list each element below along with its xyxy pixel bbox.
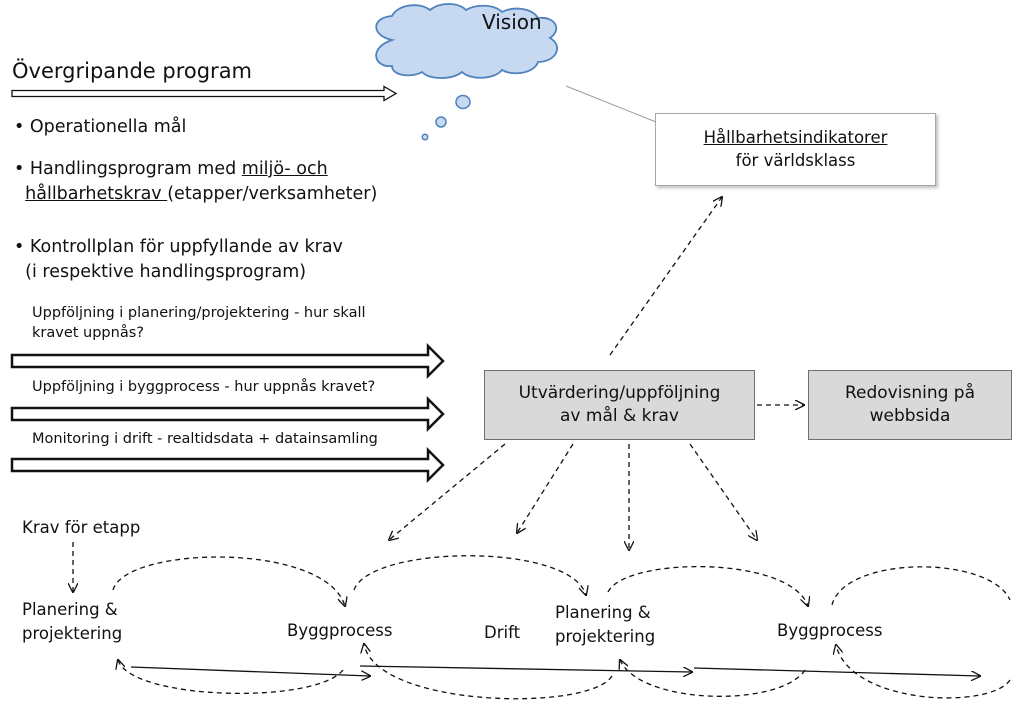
bullet-underlined-text: hållbarhetskrav — [25, 184, 168, 205]
cycle-arc-plan-to-bygg-1 — [112, 556, 345, 606]
cycle-return-arc-2 — [364, 644, 613, 700]
eval-to-cycle-arrow-1 — [389, 443, 506, 540]
planning-label-2: Planering & projektering — [555, 603, 656, 646]
bullet-text: (i respektive handlingsprogram) — [25, 262, 307, 283]
evaluation-box: Utvärdering/uppföljning av mål & krav — [484, 370, 755, 440]
eval-to-cycle-arrow-4 — [689, 443, 757, 540]
bullet-operational-goals: • Operationella mål — [14, 117, 187, 137]
bullet-text: Kontrollplan för uppfyllande av krav — [29, 237, 343, 257]
program-arrow — [11, 85, 398, 102]
indicators-title: Hållbarhetsindikatorer — [703, 128, 888, 148]
followup-planning-label: Uppföljning i planering/projektering - h… — [32, 305, 366, 342]
timeline-arrow-1 — [130, 666, 370, 676]
bullet-control-plan: • Kontrollplan för uppfyllande av krav (… — [14, 237, 343, 283]
followup-arrow-2 — [10, 395, 445, 433]
timeline-arrow-2 — [359, 665, 692, 672]
cycle-return-arc-1 — [118, 660, 344, 695]
bullet-text: Handlingsprogram med — [29, 159, 242, 179]
indicators-subtitle: för världsklass — [735, 150, 856, 170]
build-label-2: Byggprocess — [777, 621, 883, 640]
bullet-action-program: • Handlingsprogram med miljö- och hållba… — [14, 159, 378, 205]
followup-build-label: Uppföljning i byggprocess - hur uppnås k… — [32, 379, 376, 395]
eval-to-cycle-arrow-2 — [517, 443, 574, 533]
vision-cloud — [375, 3, 558, 79]
planning-label-1: Planering & projektering — [22, 600, 123, 643]
timeline-arrow-3 — [693, 667, 980, 676]
cycle-return-arc-4 — [836, 645, 1011, 699]
followup-arrow-1 — [10, 342, 445, 380]
cycle-return-arc-3 — [620, 660, 806, 697]
bullet-text: Operationella mål — [29, 117, 187, 137]
cycle-arc-bygg-to-plan-2 — [353, 555, 586, 595]
vision-label: Vision — [482, 10, 542, 34]
eval-to-indicators-arrow — [609, 197, 722, 356]
build-label-1: Byggprocess — [287, 621, 393, 640]
indicators-box: Hållbarhetsindikatorer för världsklass — [655, 113, 936, 186]
thought-bubbles — [421, 94, 471, 141]
bullet-text: (etapper/verksamheter) — [167, 184, 378, 205]
followup-arrow-3 — [10, 446, 445, 484]
krav-for-etapp-label: Krav för etapp — [22, 518, 141, 537]
followup-operation-label: Monitoring i drift - realtidsdata + data… — [32, 431, 378, 447]
bullet-underlined-text: miljö- och — [241, 159, 328, 179]
cycle-arc-continue — [831, 566, 1011, 606]
program-title: Övergripande program — [12, 59, 253, 83]
operation-label: Drift — [484, 623, 521, 642]
report-box: Redovisning på webbsida — [808, 370, 1012, 440]
